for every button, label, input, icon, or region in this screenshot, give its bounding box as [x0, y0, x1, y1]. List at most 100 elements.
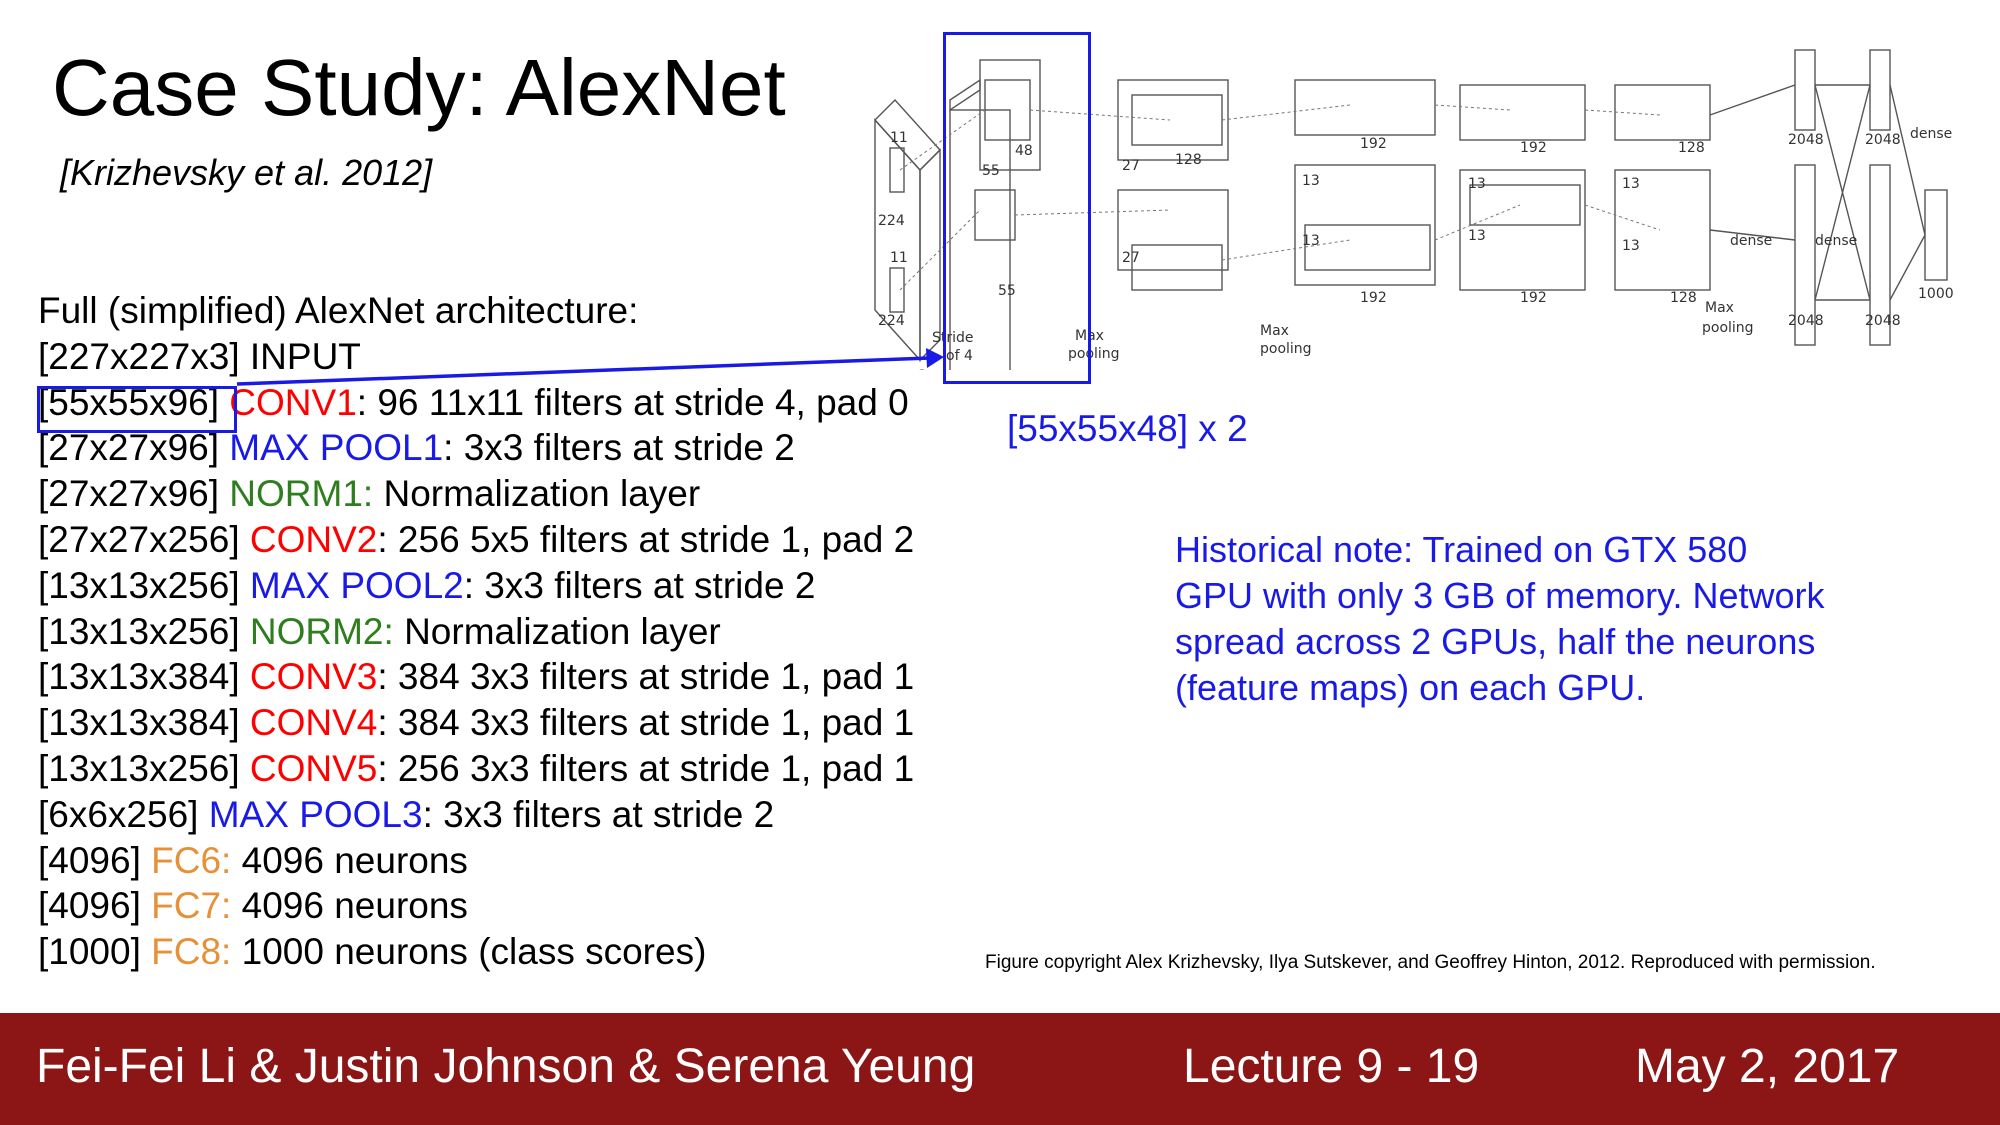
- layer-name: CONV1: [219, 381, 357, 423]
- conv1-volume-top: [979, 59, 1041, 171]
- architecture-header: Full (simplified) AlexNet architecture:: [38, 290, 639, 331]
- diagram-label: 13: [1302, 173, 1320, 189]
- layer-name: CONV3: [239, 656, 378, 698]
- diagram-label: 13: [1468, 176, 1486, 192]
- conv2-volume-top: [1117, 79, 1229, 161]
- fc7-top: [1869, 49, 1891, 131]
- layer-desc: Normalization layer: [393, 610, 721, 652]
- diagram-label: 192: [1360, 290, 1387, 306]
- fc7-bottom: [1869, 164, 1891, 346]
- conv1-dims-highlight: [37, 386, 237, 433]
- diagram-label: 192: [1520, 140, 1547, 156]
- diagram-label: dense: [1910, 126, 1952, 142]
- layer-name: CONV5: [239, 747, 378, 789]
- figure-copyright: Figure copyright Alex Krizhevsky, Ilya S…: [985, 952, 1876, 973]
- diagram-label: dense: [1730, 233, 1772, 249]
- layer-name: FC6:: [140, 839, 232, 881]
- layer-row: [6x6x256] MAX POOL3: 3x3 filters at stri…: [38, 792, 914, 838]
- diagram-label: 128: [1670, 290, 1697, 306]
- diagram-label: Max: [1705, 300, 1734, 316]
- layer-desc: 4096 neurons: [231, 839, 468, 881]
- layer-name: CONV2: [239, 518, 378, 560]
- diagram-label: 2048: [1865, 132, 1901, 148]
- diagram-label: 11: [890, 250, 908, 266]
- diagram-label: 128: [1678, 140, 1705, 156]
- layer-dims: [4096]: [38, 885, 141, 927]
- layer-dims: [1000]: [38, 931, 141, 973]
- diagram-label: 128: [1175, 152, 1202, 168]
- layer-name: MAX POOL2: [239, 564, 464, 606]
- layer-dims: [13x13x384]: [38, 702, 240, 744]
- layer-dims: [227x227x3]: [38, 335, 240, 377]
- layer-row: [27x27x256] CONV2: 256 5x5 filters at st…: [38, 517, 914, 563]
- diagram-label: 192: [1360, 136, 1387, 152]
- conv2-volume-bottom: [1117, 189, 1229, 271]
- layer-dims: [13x13x256]: [38, 564, 240, 606]
- layer-row: [27x27x96] MAX POOL1: 3x3 filters at str…: [38, 425, 914, 471]
- layer-row: [13x13x256] NORM2: Normalization layer: [38, 609, 914, 655]
- layer-dims: [6x6x256]: [38, 793, 199, 835]
- diagram-label: 27: [1122, 158, 1140, 174]
- layer-desc: : 256 3x3 filters at stride 1, pad 1: [377, 747, 915, 789]
- conv3-volume-top: [1294, 79, 1436, 136]
- layer-row: [13x13x256] MAX POOL2: 3x3 filters at st…: [38, 563, 914, 609]
- architecture-list: Full (simplified) AlexNet architecture: …: [38, 288, 914, 975]
- layer-name: MAX POOL1: [219, 427, 444, 469]
- layer-name: MAX POOL3: [198, 793, 423, 835]
- layer-name: NORM2:: [239, 610, 394, 652]
- layer-desc: 1000 neurons (class scores): [231, 931, 707, 973]
- layer-name: CONV4: [239, 702, 378, 744]
- layer-name: FC7:: [140, 885, 232, 927]
- diagram-label: 13: [1622, 238, 1640, 254]
- diagram-label: 3: [918, 368, 927, 370]
- diagram-label: 13: [1468, 228, 1486, 244]
- layer-dims: [27x27x96]: [38, 427, 220, 469]
- layer-row: [4096] FC6: 4096 neurons: [38, 838, 914, 884]
- layer-name: FC8:: [140, 931, 232, 973]
- footer-authors: Fei-Fei Li & Justin Johnson & Serena Yeu…: [36, 1040, 976, 1093]
- historical-note: Historical note: Trained on GTX 580 GPU …: [1175, 529, 1825, 708]
- diagram-label: 224: [878, 213, 905, 229]
- layer-desc: : 96 11x11 filters at stride 4, pad 0: [356, 381, 909, 423]
- diagram-label: pooling: [1260, 341, 1312, 357]
- fc6-bottom: [1794, 164, 1816, 346]
- layer-dims: [13x13x384]: [38, 656, 240, 698]
- diagram-label: 2048: [1788, 313, 1824, 329]
- layer-row: [27x27x96] NORM1: Normalization layer: [38, 471, 914, 517]
- layer-desc: : 384 3x3 filters at stride 1, pad 1: [377, 702, 915, 744]
- diagram-label: 2048: [1788, 132, 1824, 148]
- alexnet-figure: 224 224 3 11 11 Stride of 4 55 55 48 Max…: [874, 49, 1954, 370]
- layer-desc: Normalization layer: [373, 473, 701, 515]
- diagram-label: 224: [878, 313, 905, 329]
- layer-row: [227x227x3] INPUT: [38, 334, 914, 380]
- layer-row: [4096] FC7: 4096 neurons: [38, 883, 914, 929]
- diagram-label: dense: [1815, 233, 1857, 249]
- slide-title: Case Study: AlexNet: [52, 43, 786, 132]
- conv4-volume-top: [1459, 84, 1586, 141]
- layer-desc: : 3x3 filters at stride 2: [422, 793, 775, 835]
- diagram-label: pooling: [1702, 320, 1754, 336]
- layer-dims: [27x27x96]: [38, 473, 220, 515]
- diagram-label: 1000: [1918, 286, 1954, 302]
- figure-label: [55x55x48] x 2: [1007, 408, 1248, 449]
- diagram-label: 55: [998, 283, 1016, 299]
- layer-desc: : 3x3 filters at stride 2: [443, 427, 795, 469]
- footer-date: May 2, 2017: [1635, 1040, 1900, 1093]
- layer-dims: [4096]: [38, 839, 141, 881]
- diagram-label: pooling: [1068, 346, 1120, 362]
- layer-desc: : 384 3x3 filters at stride 1, pad 1: [377, 656, 915, 698]
- layer-name: NORM1:: [219, 473, 374, 515]
- footer-bar: Fei-Fei Li & Justin Johnson & Serena Yeu…: [0, 1013, 2000, 1125]
- diagram-label: 48: [1015, 143, 1033, 159]
- layer-row: [1000] FC8: 1000 neurons (class scores): [38, 929, 914, 975]
- conv3-volume-bottom: [1294, 164, 1436, 286]
- fc8-output: [1924, 189, 1948, 281]
- layer-row: [13x13x256] CONV5: 256 3x3 filters at st…: [38, 746, 914, 792]
- conv1-figure-highlight: [943, 32, 1091, 384]
- diagram-label: 27: [1122, 250, 1140, 266]
- layer-desc: INPUT: [239, 335, 361, 377]
- diagram-label: 192: [1520, 290, 1547, 306]
- layer-dims: [13x13x256]: [38, 747, 240, 789]
- fc6-top: [1794, 49, 1816, 131]
- footer-lecture: Lecture 9 - 19: [1183, 1040, 1480, 1093]
